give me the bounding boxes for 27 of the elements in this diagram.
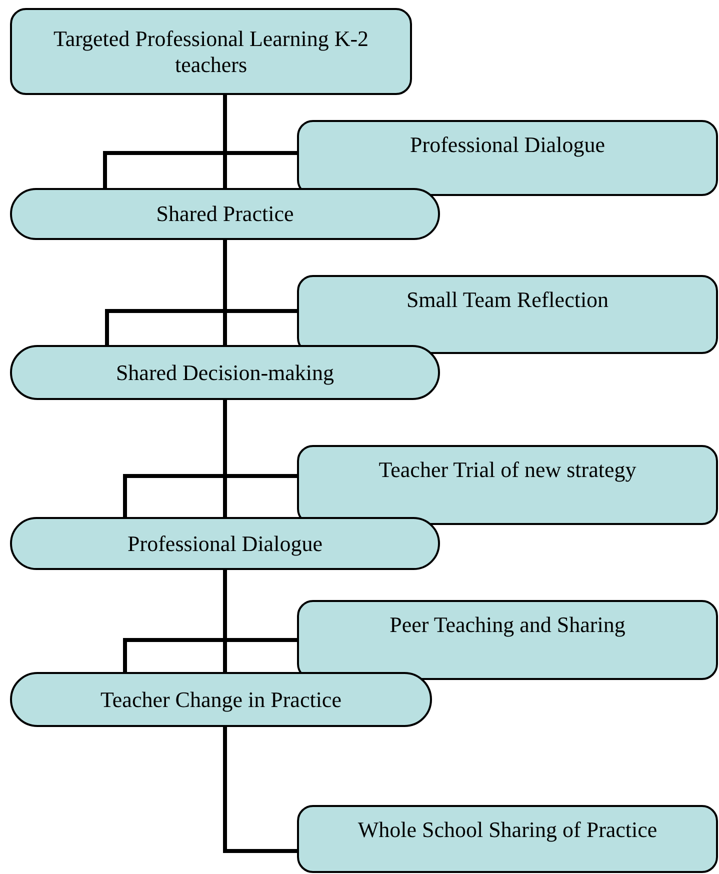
process-box bbox=[297, 600, 718, 680]
node-label: Teacher Change in Practice bbox=[100, 686, 342, 712]
node-label: Whole School Sharing of Practice bbox=[358, 817, 658, 843]
process-box bbox=[297, 120, 718, 196]
node-label: Shared Decision-making bbox=[116, 360, 334, 386]
process-box bbox=[297, 445, 718, 525]
connector-line bbox=[123, 474, 297, 517]
connector-line bbox=[223, 727, 297, 853]
connector-line bbox=[223, 570, 227, 672]
connector-line bbox=[123, 638, 297, 672]
node-label: Peer Teaching and Sharing bbox=[390, 612, 626, 638]
node-label: Shared Practice bbox=[156, 201, 294, 227]
connector-line bbox=[223, 240, 227, 345]
connector-line bbox=[103, 151, 297, 188]
process-box bbox=[10, 8, 412, 95]
node-label: Small Team Reflection bbox=[406, 287, 609, 313]
node-label: Teacher Trial of new strategy bbox=[378, 457, 636, 483]
node-label: Professional Dialogue bbox=[128, 530, 322, 556]
process-box bbox=[297, 275, 718, 354]
connector-line bbox=[223, 400, 227, 517]
connector-line bbox=[223, 95, 227, 188]
node-label: Targeted Professional Learning K-2 teachers bbox=[52, 26, 370, 78]
process-box bbox=[297, 805, 718, 873]
rounded-step bbox=[10, 517, 440, 570]
node-label: Professional Dialogue bbox=[410, 132, 605, 158]
connector-line bbox=[105, 309, 297, 345]
rounded-step bbox=[10, 188, 440, 240]
